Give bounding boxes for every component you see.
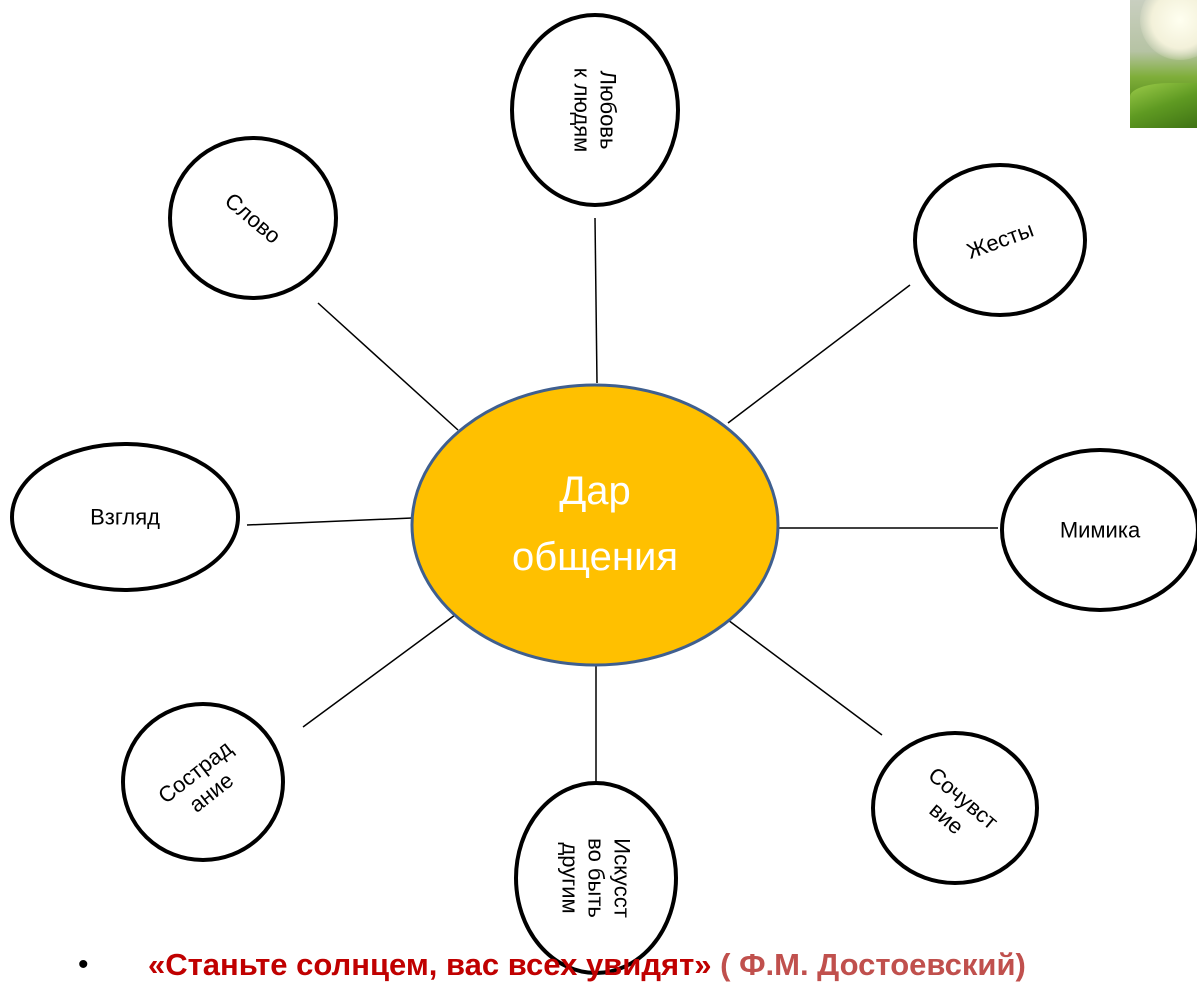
connectors <box>246 217 998 790</box>
node-ellipse-vzglyad <box>10 442 240 592</box>
center-node: Дар общения <box>410 383 780 667</box>
node-ellipse-lyubov <box>510 13 680 207</box>
node-label-mimika-1: Мимика <box>1060 518 1141 543</box>
node-label-lyubov-2: к людям <box>569 68 594 152</box>
sun-glow <box>1140 0 1197 60</box>
quote-text: «Станьте солнцем, вас всех увидят» ( Ф.М… <box>148 935 1026 994</box>
node-ellipse-sostradanie <box>121 702 285 862</box>
quote-row: • «Станьте солнцем, вас всех увидят» ( Ф… <box>0 935 1197 994</box>
grass-strip <box>1130 83 1197 128</box>
connector-lyubov <box>594 217 598 384</box>
connector-zhesty <box>727 284 911 424</box>
quote-author: ( Ф.М. Достоевский) <box>711 947 1026 982</box>
bullet-icon: • <box>78 948 89 981</box>
node-ellipse-iskusstvo <box>514 781 678 975</box>
node-label-lyubov-1: Любовь <box>595 71 620 150</box>
connector-vzglyad <box>246 517 413 526</box>
node-text-vzglyad: Взгляд <box>90 505 160 530</box>
node-ellipse-sochuvstvie <box>871 731 1039 885</box>
center-label-line-1: Дар <box>559 469 631 513</box>
node-label-iskusstvo-2: во быть <box>583 838 608 918</box>
quote-main: «Станьте солнцем, вас всех увидят» <box>148 947 712 982</box>
connector-sochuvstvie <box>727 619 883 736</box>
node-label-iskusstvo-3: другим <box>557 842 582 913</box>
sun-over-grass-image <box>1130 0 1197 128</box>
node-slovo: Слово <box>168 136 338 300</box>
connector-sostradanie <box>302 614 456 728</box>
node-zhesty: Жесты <box>913 163 1087 317</box>
node-ellipse-zhesty <box>913 163 1087 317</box>
center-ellipse <box>410 383 780 667</box>
node-label-iskusstvo-1: Искусст <box>609 838 634 918</box>
connector-slovo <box>317 302 459 431</box>
node-label-vzglyad-1: Взгляд <box>90 505 160 530</box>
node-ellipse-slovo <box>168 136 338 300</box>
node-ellipse-mimika <box>1000 448 1197 612</box>
center-label-line-2: общения <box>512 535 678 579</box>
node-mimika: Мимика <box>1000 448 1197 612</box>
node-vzglyad: Взгляд <box>10 442 240 592</box>
node-text-mimika: Мимика <box>1060 518 1141 543</box>
